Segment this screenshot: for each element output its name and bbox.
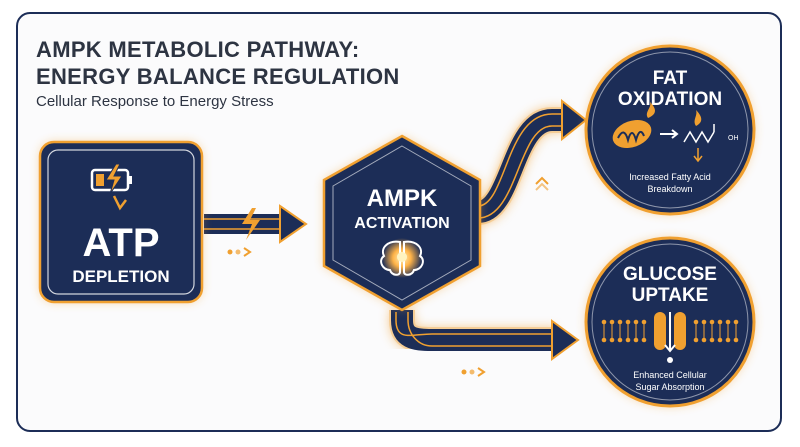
arrow-ampk-to-fat (475, 98, 588, 225)
ampk-activation-node: AMPK ACTIVATION (322, 134, 482, 312)
fat-caption-1: Increased Fatty Acid (629, 172, 711, 182)
glucose-uptake-node: GLUCOSE UPTAKE Enhanced Cellular (584, 236, 756, 408)
motion-dots (461, 367, 486, 377)
fat-caption-2: Breakdown (647, 184, 692, 194)
low-battery-icon (90, 163, 132, 211)
hydroxyl-label: OH (728, 135, 739, 142)
mitochondria-icon (612, 102, 655, 149)
atp-depletion-node: ATP DEPLETION (38, 140, 204, 304)
glucose-caption-2: Sugar Absorption (635, 382, 704, 392)
fat-oxidation-node: FAT OXIDATION OH Increased Fatty Acid Br… (584, 44, 756, 216)
arrow-atp-to-ampk (204, 204, 308, 257)
ampk-label: ACTIVATION (354, 215, 449, 232)
title-line-2: ENERGY BALANCE REGULATION (36, 64, 400, 89)
fat-title-1: FAT (653, 68, 688, 89)
arrow-ampk-to-glucose (389, 310, 580, 377)
glucose-title-2: UPTAKE (632, 285, 709, 306)
fat-title-2: OXIDATION (618, 89, 722, 110)
page-subtitle: Cellular Response to Energy Stress (36, 93, 274, 110)
glucose-title-1: GLUCOSE (623, 264, 717, 285)
lightning-icon (242, 208, 260, 240)
motion-chevrons (535, 176, 549, 191)
motion-dots (227, 247, 252, 257)
glucose-caption-1: Enhanced Cellular (633, 370, 707, 380)
title-line-1: AMPK METABOLIC PATHWAY: (36, 37, 360, 62)
page-title: AMPK METABOLIC PATHWAY: ENERGY BALANCE R… (36, 36, 400, 90)
membrane-transport-icon (601, 312, 739, 363)
atp-label: DEPLETION (72, 267, 169, 286)
brain-icon (380, 238, 424, 278)
ampk-title: AMPK (367, 185, 438, 212)
atp-title: ATP (82, 221, 159, 265)
arrow-right-icon (660, 129, 679, 139)
fatty-acid-icon (683, 110, 715, 163)
